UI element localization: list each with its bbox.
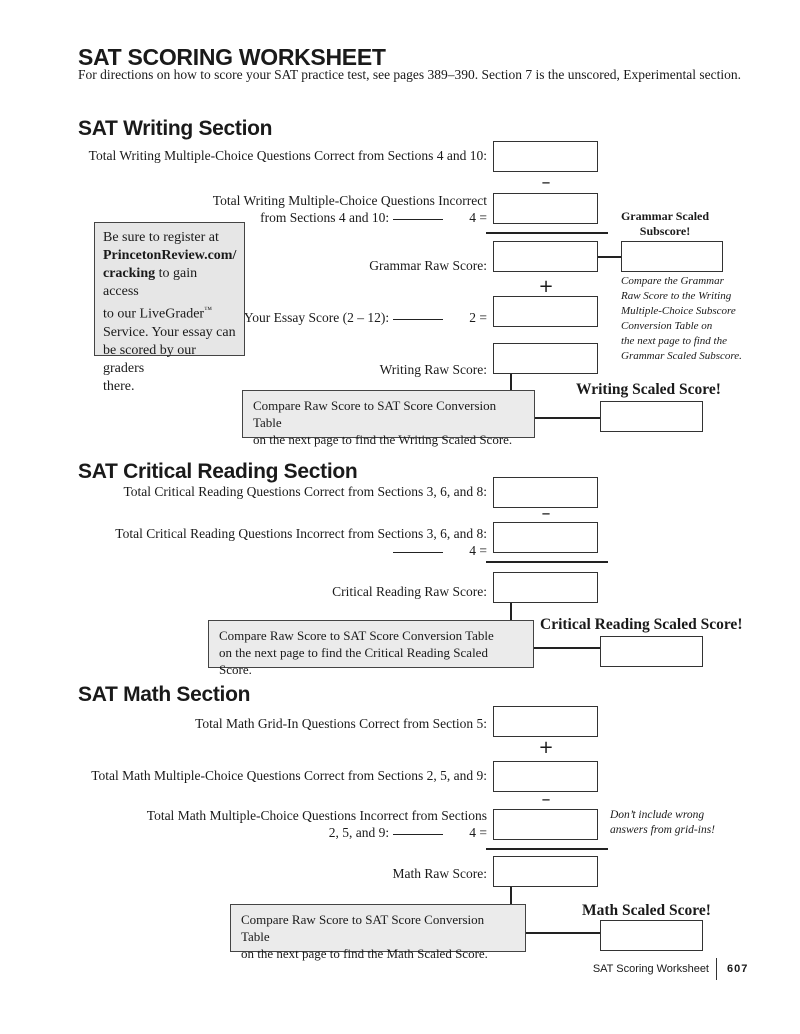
- grammar-note-line: Conversion Table on: [621, 320, 713, 332]
- reading-correct-label: Total Critical Reading Questions Correct…: [123, 484, 488, 499]
- divide-by-two: 2 =: [469, 310, 487, 325]
- reading-compare-note: Compare Raw Score to SAT Score Conversio…: [208, 620, 534, 677]
- grammar-note-line: Multiple-Choice Subscore: [621, 305, 736, 317]
- writing-mc-incorrect-field[interactable]: [493, 193, 598, 224]
- reading-incorrect-field[interactable]: [493, 522, 598, 553]
- subtraction-rule: [486, 848, 608, 850]
- blank-line[interactable]: [392, 218, 443, 220]
- essay-score-field[interactable]: [493, 296, 598, 327]
- minus-operator: –: [541, 789, 551, 810]
- grammar-raw-field[interactable]: [493, 241, 598, 272]
- blank-line[interactable]: [392, 318, 443, 320]
- writing-mc-incorrect-label: Total Writing Multiple-Choice Questions …: [212, 193, 487, 208]
- page-number: 607: [727, 963, 749, 975]
- grammar-scaled-label: Grammar Scaled Subscore!: [606, 209, 724, 239]
- princetonreview-link[interactable]: PrincetonReview.com/: [103, 248, 237, 263]
- plus-operator: +: [538, 737, 554, 758]
- writing-raw-label: Writing Raw Score:: [379, 362, 487, 377]
- reading-scaled-field[interactable]: [600, 636, 703, 667]
- writing-mc-incorrect-sections: from Sections 4 and 10:: [260, 210, 390, 225]
- math-gridin-label: Total Math Grid-In Questions Correct fro…: [195, 716, 487, 731]
- sidebar-text: be scored by our graders: [103, 342, 196, 376]
- footer-label: SAT Scoring Worksheet: [592, 963, 709, 975]
- connector-rule: [598, 256, 621, 258]
- minus-operator: –: [541, 503, 551, 524]
- grammar-note: Compare the Grammar Raw Score to the Wri…: [621, 274, 742, 364]
- sidebar-text: Service. Your essay can: [103, 324, 236, 340]
- compare-line: Compare Raw Score to SAT Score Conversio…: [241, 912, 485, 944]
- grammar-note-line: the next page to find the: [621, 335, 727, 347]
- writing-raw-field[interactable]: [493, 343, 598, 374]
- connector-rule: [510, 417, 600, 419]
- writing-scaled-label: Writing Scaled Score!: [576, 381, 721, 398]
- grammar-note-line: Raw Score to the Writing: [621, 290, 732, 302]
- writing-mc-incorrect-label-2: from Sections 4 and 10: 4 =: [260, 209, 487, 226]
- reading-scaled-label: Critical Reading Scaled Score!: [540, 616, 743, 633]
- blank-line[interactable]: [392, 833, 443, 835]
- math-scaled-label: Math Scaled Score!: [582, 902, 711, 919]
- cracking-link[interactable]: cracking: [103, 266, 156, 281]
- math-heading: SAT Math Section: [78, 683, 251, 706]
- reading-incorrect-label-2: 4 =: [392, 542, 487, 559]
- math-raw-field[interactable]: [493, 856, 598, 887]
- subtraction-rule: [486, 561, 608, 563]
- math-scaled-field[interactable]: [600, 920, 703, 951]
- sidebar-text: to gain access: [103, 266, 198, 299]
- reading-raw-label: Critical Reading Raw Score:: [332, 584, 487, 599]
- page-title: SAT SCORING WORKSHEET: [78, 44, 386, 70]
- livegrader-sidebar: Be sure to register at PrincetonReview.c…: [94, 222, 245, 394]
- writing-mc-correct-field[interactable]: [493, 141, 598, 172]
- compare-line: on the next page to find the Math Scaled…: [241, 946, 488, 961]
- math-mc-incorrect-label-2: 2, 5, and 9: 4 =: [329, 824, 487, 841]
- compare-line: on the next page to find the Critical Re…: [219, 645, 488, 677]
- writing-mc-correct-label: Total Writing Multiple-Choice Questions …: [88, 148, 487, 163]
- math-mc-incorrect-label: Total Math Multiple-Choice Questions Inc…: [146, 808, 487, 823]
- compare-line: Compare Raw Score to SAT Score Conversio…: [219, 628, 494, 643]
- reading-heading: SAT Critical Reading Section: [78, 460, 358, 483]
- essay-score-text: Your Essay Score (2 – 12):: [243, 310, 390, 325]
- grammar-scaled-line2: Subscore!: [639, 224, 691, 238]
- footer-divider: [716, 958, 717, 980]
- writing-scaled-field[interactable]: [600, 401, 703, 432]
- divide-by-four: 4 =: [469, 825, 487, 840]
- sidebar-text: to our LiveGrader: [103, 306, 205, 322]
- reading-incorrect-label: Total Critical Reading Questions Incorre…: [115, 526, 487, 541]
- intro-text: For directions on how to score your SAT …: [78, 67, 741, 82]
- compare-line: on the next page to find the Writing Sca…: [253, 432, 513, 447]
- divide-by-four: 4 =: [469, 543, 487, 558]
- sidebar-text: there.: [103, 378, 135, 394]
- connector-rule: [510, 647, 600, 649]
- grammar-raw-label: Grammar Raw Score:: [369, 258, 487, 273]
- gridin-note-line: Don’t include wrong: [610, 809, 705, 821]
- sidebar-text: Be sure to register at: [103, 230, 219, 245]
- divide-by-four: 4 =: [469, 210, 487, 225]
- sidebar-text: to our LiveGrader™: [103, 301, 236, 324]
- math-mc-correct-label: Total Math Multiple-Choice Questions Cor…: [91, 768, 487, 783]
- gridin-note: Don’t include wrong answers from grid-in…: [610, 808, 715, 838]
- grammar-note-line: Grammar Scaled Subscore.: [621, 350, 742, 362]
- minus-operator: –: [541, 172, 551, 193]
- writing-heading: SAT Writing Section: [78, 117, 273, 140]
- grammar-note-line: Compare the Grammar: [621, 275, 724, 287]
- trademark-symbol: ™: [204, 305, 212, 314]
- essay-score-label: Your Essay Score (2 – 12): 2 =: [244, 309, 487, 326]
- grammar-scaled-field[interactable]: [621, 241, 723, 272]
- writing-compare-note: Compare Raw Score to SAT Score Conversio…: [242, 390, 535, 447]
- sidebar-text: cracking to gain access: [103, 265, 236, 301]
- reading-correct-field[interactable]: [493, 477, 598, 508]
- blank-line[interactable]: [392, 551, 443, 553]
- connector-rule: [510, 932, 600, 934]
- math-compare-note: Compare Raw Score to SAT Score Conversio…: [230, 904, 526, 961]
- math-raw-label: Math Raw Score:: [392, 866, 487, 881]
- math-gridin-field[interactable]: [493, 706, 598, 737]
- math-mc-incorrect-field[interactable]: [493, 809, 598, 840]
- compare-line: Compare Raw Score to SAT Score Conversio…: [253, 398, 497, 430]
- grammar-scaled-line1: Grammar Scaled: [620, 209, 710, 223]
- reading-raw-field[interactable]: [493, 572, 598, 603]
- subtraction-rule: [486, 232, 608, 234]
- math-mc-correct-field[interactable]: [493, 761, 598, 792]
- gridin-note-line: answers from grid-ins!: [610, 824, 715, 836]
- math-mc-incorrect-sections: 2, 5, and 9:: [328, 825, 390, 840]
- plus-operator: +: [538, 276, 554, 297]
